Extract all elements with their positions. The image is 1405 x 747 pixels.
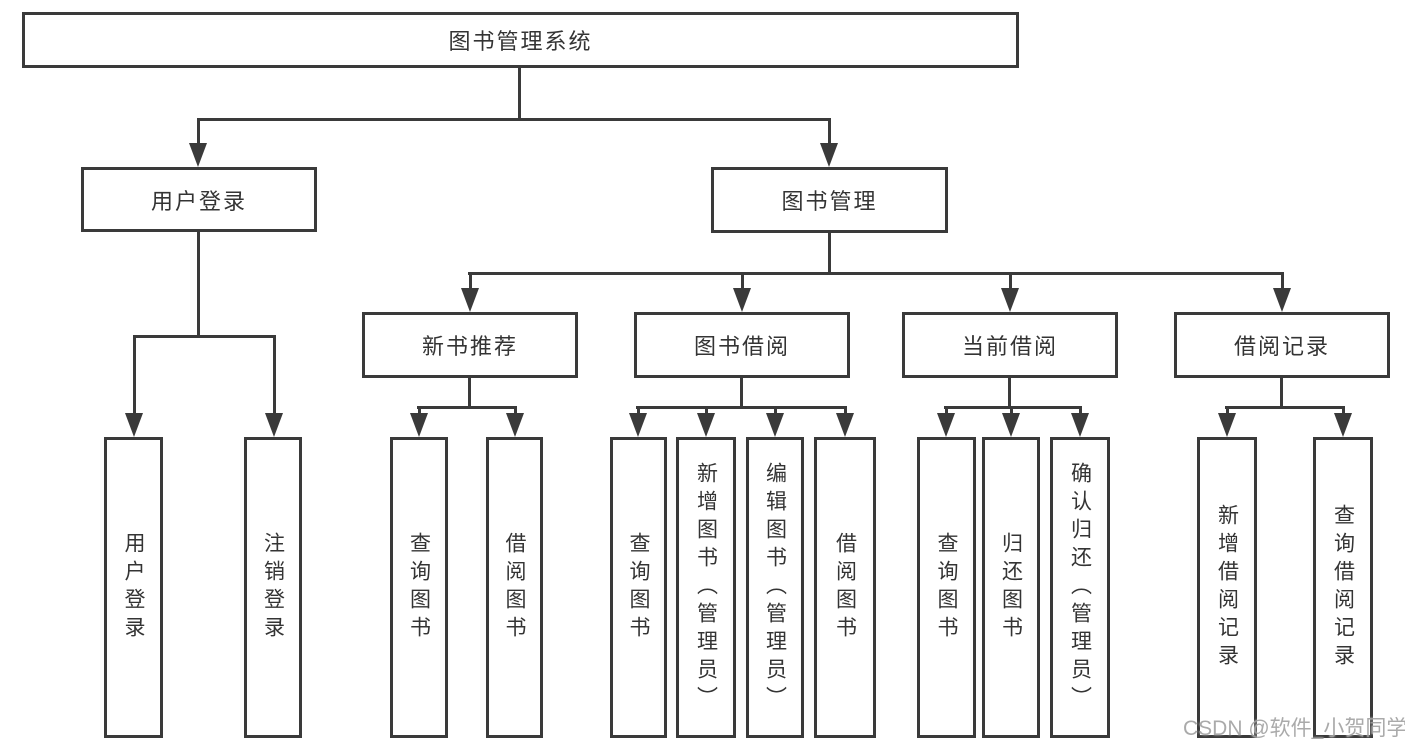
node-label: 图书管理 <box>781 189 878 214</box>
leaf-query-books-current: 查询图书 <box>917 437 976 738</box>
arrow-down-icon <box>461 272 479 312</box>
arrow-down-icon <box>733 272 751 312</box>
leaf-add-borrow-record: 新增借阅记录 <box>1197 437 1257 738</box>
node-label: 查询借阅记录 <box>1331 503 1355 672</box>
node-label: 新增借阅记录 <box>1215 503 1239 672</box>
leaf-user-login: 用户登录 <box>104 437 163 738</box>
node-label: 借阅图书 <box>833 531 857 644</box>
node-label: 借阅图书 <box>503 531 526 644</box>
node-label: 用户登录 <box>122 531 145 644</box>
node-label: 用户登录 <box>150 188 247 214</box>
connector-line <box>828 232 831 274</box>
arrow-down-icon <box>697 406 715 437</box>
connector-line <box>133 335 276 338</box>
arrow-down-icon <box>1002 406 1020 437</box>
connector-line <box>417 406 517 409</box>
node-library-system: 图书管理系统 <box>22 12 1019 68</box>
connector-line <box>468 272 1283 275</box>
node-label: 当前借阅 <box>961 334 1058 359</box>
arrow-down-icon <box>766 406 784 437</box>
arrow-down-icon <box>629 406 647 437</box>
arrow-down-icon <box>1273 272 1291 312</box>
connector-line <box>1008 377 1011 408</box>
connector-line <box>518 66 521 121</box>
leaf-confirm-return-admin: 确认归还（管理员） <box>1050 437 1110 738</box>
leaf-query-books-recommend: 查询图书 <box>390 437 448 738</box>
arrow-down-icon <box>189 118 207 167</box>
leaf-add-book-admin: 新增图书（管理员） <box>676 437 736 738</box>
node-label: 编辑图书（管理员） <box>763 461 787 714</box>
leaf-borrow-books-recommend: 借阅图书 <box>486 437 543 738</box>
leaf-query-books-borrowing: 查询图书 <box>610 437 667 738</box>
arrow-down-icon <box>1071 406 1089 437</box>
node-label: 确认归还（管理员） <box>1068 461 1092 714</box>
arrow-down-icon <box>125 335 143 437</box>
node-label: 图书管理系统 <box>448 29 593 54</box>
arrow-down-icon <box>410 406 428 437</box>
leaf-borrow-books: 借阅图书 <box>814 437 876 738</box>
node-label: 注销登录 <box>261 531 285 644</box>
node-label: 新书推荐 <box>421 334 518 359</box>
node-label: 查询图书 <box>627 531 650 644</box>
node-label: 归还图书 <box>999 531 1023 644</box>
arrow-down-icon <box>265 335 283 437</box>
arrow-down-icon <box>937 406 955 437</box>
leaf-edit-book-admin: 编辑图书（管理员） <box>746 437 804 738</box>
leaf-return-book: 归还图书 <box>982 437 1040 738</box>
leaf-logout: 注销登录 <box>244 437 302 738</box>
arrow-down-icon <box>1001 272 1019 312</box>
node-borrowing-records: 借阅记录 <box>1174 312 1390 378</box>
connector-line <box>197 231 200 338</box>
node-new-book-recommend: 新书推荐 <box>362 312 578 378</box>
node-label: 图书借阅 <box>693 334 790 359</box>
connector-line <box>197 118 831 121</box>
arrow-down-icon <box>1334 406 1352 437</box>
connector-line <box>468 377 471 408</box>
connector-line <box>1280 377 1283 408</box>
connector-line <box>636 406 847 409</box>
arrow-down-icon <box>836 406 854 437</box>
connector-line <box>740 377 743 408</box>
watermark: CSDN @软件_小贺同学 <box>1183 717 1405 740</box>
node-book-management: 图书管理 <box>711 167 948 233</box>
node-label: 新增图书（管理员） <box>694 461 718 714</box>
node-label: 借阅记录 <box>1233 334 1330 359</box>
node-current-borrowing: 当前借阅 <box>902 312 1118 378</box>
node-user-login: 用户登录 <box>81 167 317 232</box>
node-label: 查询图书 <box>407 531 431 644</box>
arrow-down-icon <box>820 118 838 167</box>
leaf-query-borrow-record: 查询借阅记录 <box>1313 437 1373 738</box>
connector-line <box>1225 406 1345 409</box>
arrow-down-icon <box>1218 406 1236 437</box>
node-book-borrowing: 图书借阅 <box>634 312 850 378</box>
arrow-down-icon <box>506 406 524 437</box>
node-label: 查询图书 <box>935 531 958 644</box>
